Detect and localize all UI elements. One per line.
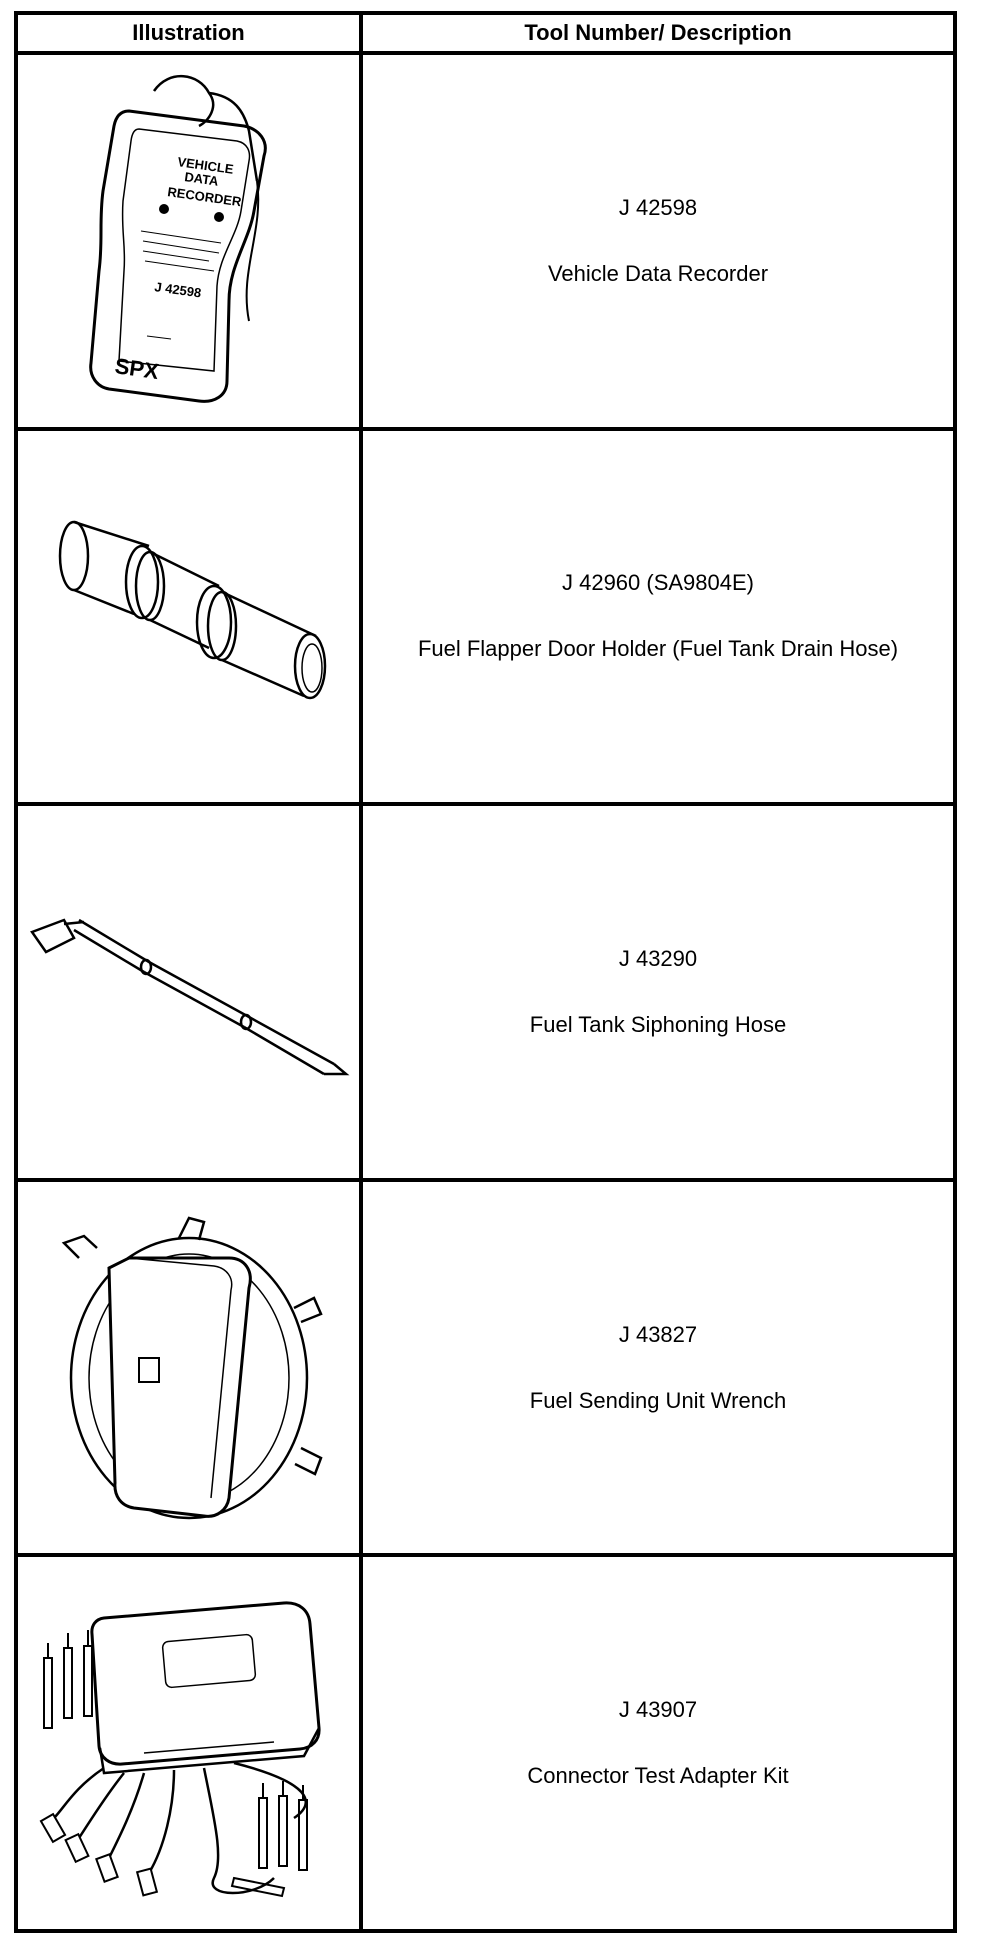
table-row: VEHICLE DATA RECORDER J 42598 SPX J 4259… — [14, 51, 957, 431]
description-cell: J 42598 Vehicle Data Recorder — [359, 51, 957, 431]
tool-description: Vehicle Data Recorder — [547, 260, 769, 286]
header-tool-description: Tool Number/ Description — [359, 11, 957, 55]
illustration-cell — [14, 802, 363, 1182]
test-adapter-kit-icon — [39, 1601, 321, 1898]
tool-number: J 43827 — [618, 1321, 698, 1347]
illustration-cell: VEHICLE DATA RECORDER J 42598 SPX — [14, 51, 363, 431]
tool-number: J 42960 (SA9804E) — [561, 570, 755, 596]
vehicle-data-recorder-icon: VEHICLE DATA RECORDER J 42598 SPX — [88, 74, 267, 403]
tool-number: J 43290 — [618, 945, 698, 971]
siphoning-hose-icon — [29, 918, 349, 1076]
description-cell: J 43290 Fuel Tank Siphoning Hose — [359, 802, 957, 1182]
description-cell: J 43827 Fuel Sending Unit Wrench — [359, 1177, 957, 1558]
tool-description: Connector Test Adapter Kit — [527, 1763, 789, 1789]
table-row: J 43290 Fuel Tank Siphoning Hose — [14, 802, 957, 1182]
device-label-spx: SPX — [113, 353, 160, 384]
tool-description: Fuel Flapper Door Holder (Fuel Tank Drai… — [417, 636, 899, 662]
description-cell: J 42960 (SA9804E) Fuel Flapper Door Hold… — [359, 426, 957, 807]
tool-description: Fuel Sending Unit Wrench — [529, 1387, 787, 1413]
illustration-cell — [14, 1553, 363, 1933]
tool-number: J 42598 — [618, 194, 698, 220]
sending-unit-wrench-icon — [61, 1216, 323, 1519]
table-row: J 43907 Connector Test Adapter Kit — [14, 1553, 957, 1933]
table-row: J 43827 Fuel Sending Unit Wrench — [14, 1177, 957, 1558]
illustration-cell — [14, 426, 363, 807]
tool-number: J 43907 — [618, 1697, 698, 1723]
flapper-door-holder-icon — [58, 521, 326, 700]
device-label-recorder: RECORDER — [166, 184, 242, 209]
tool-table: Illustration Tool Number/ Description VE… — [14, 11, 957, 1933]
table-row: J 42960 (SA9804E) Fuel Flapper Door Hold… — [14, 426, 957, 807]
device-label-model: J 42598 — [153, 279, 202, 300]
device-label-data: DATA — [183, 169, 220, 189]
header-illustration: Illustration — [14, 11, 363, 55]
illustration-cell — [14, 1177, 363, 1558]
description-cell: J 43907 Connector Test Adapter Kit — [359, 1553, 957, 1933]
tool-description: Fuel Tank Siphoning Hose — [529, 1011, 787, 1037]
header-row: Illustration Tool Number/ Description — [14, 11, 957, 55]
